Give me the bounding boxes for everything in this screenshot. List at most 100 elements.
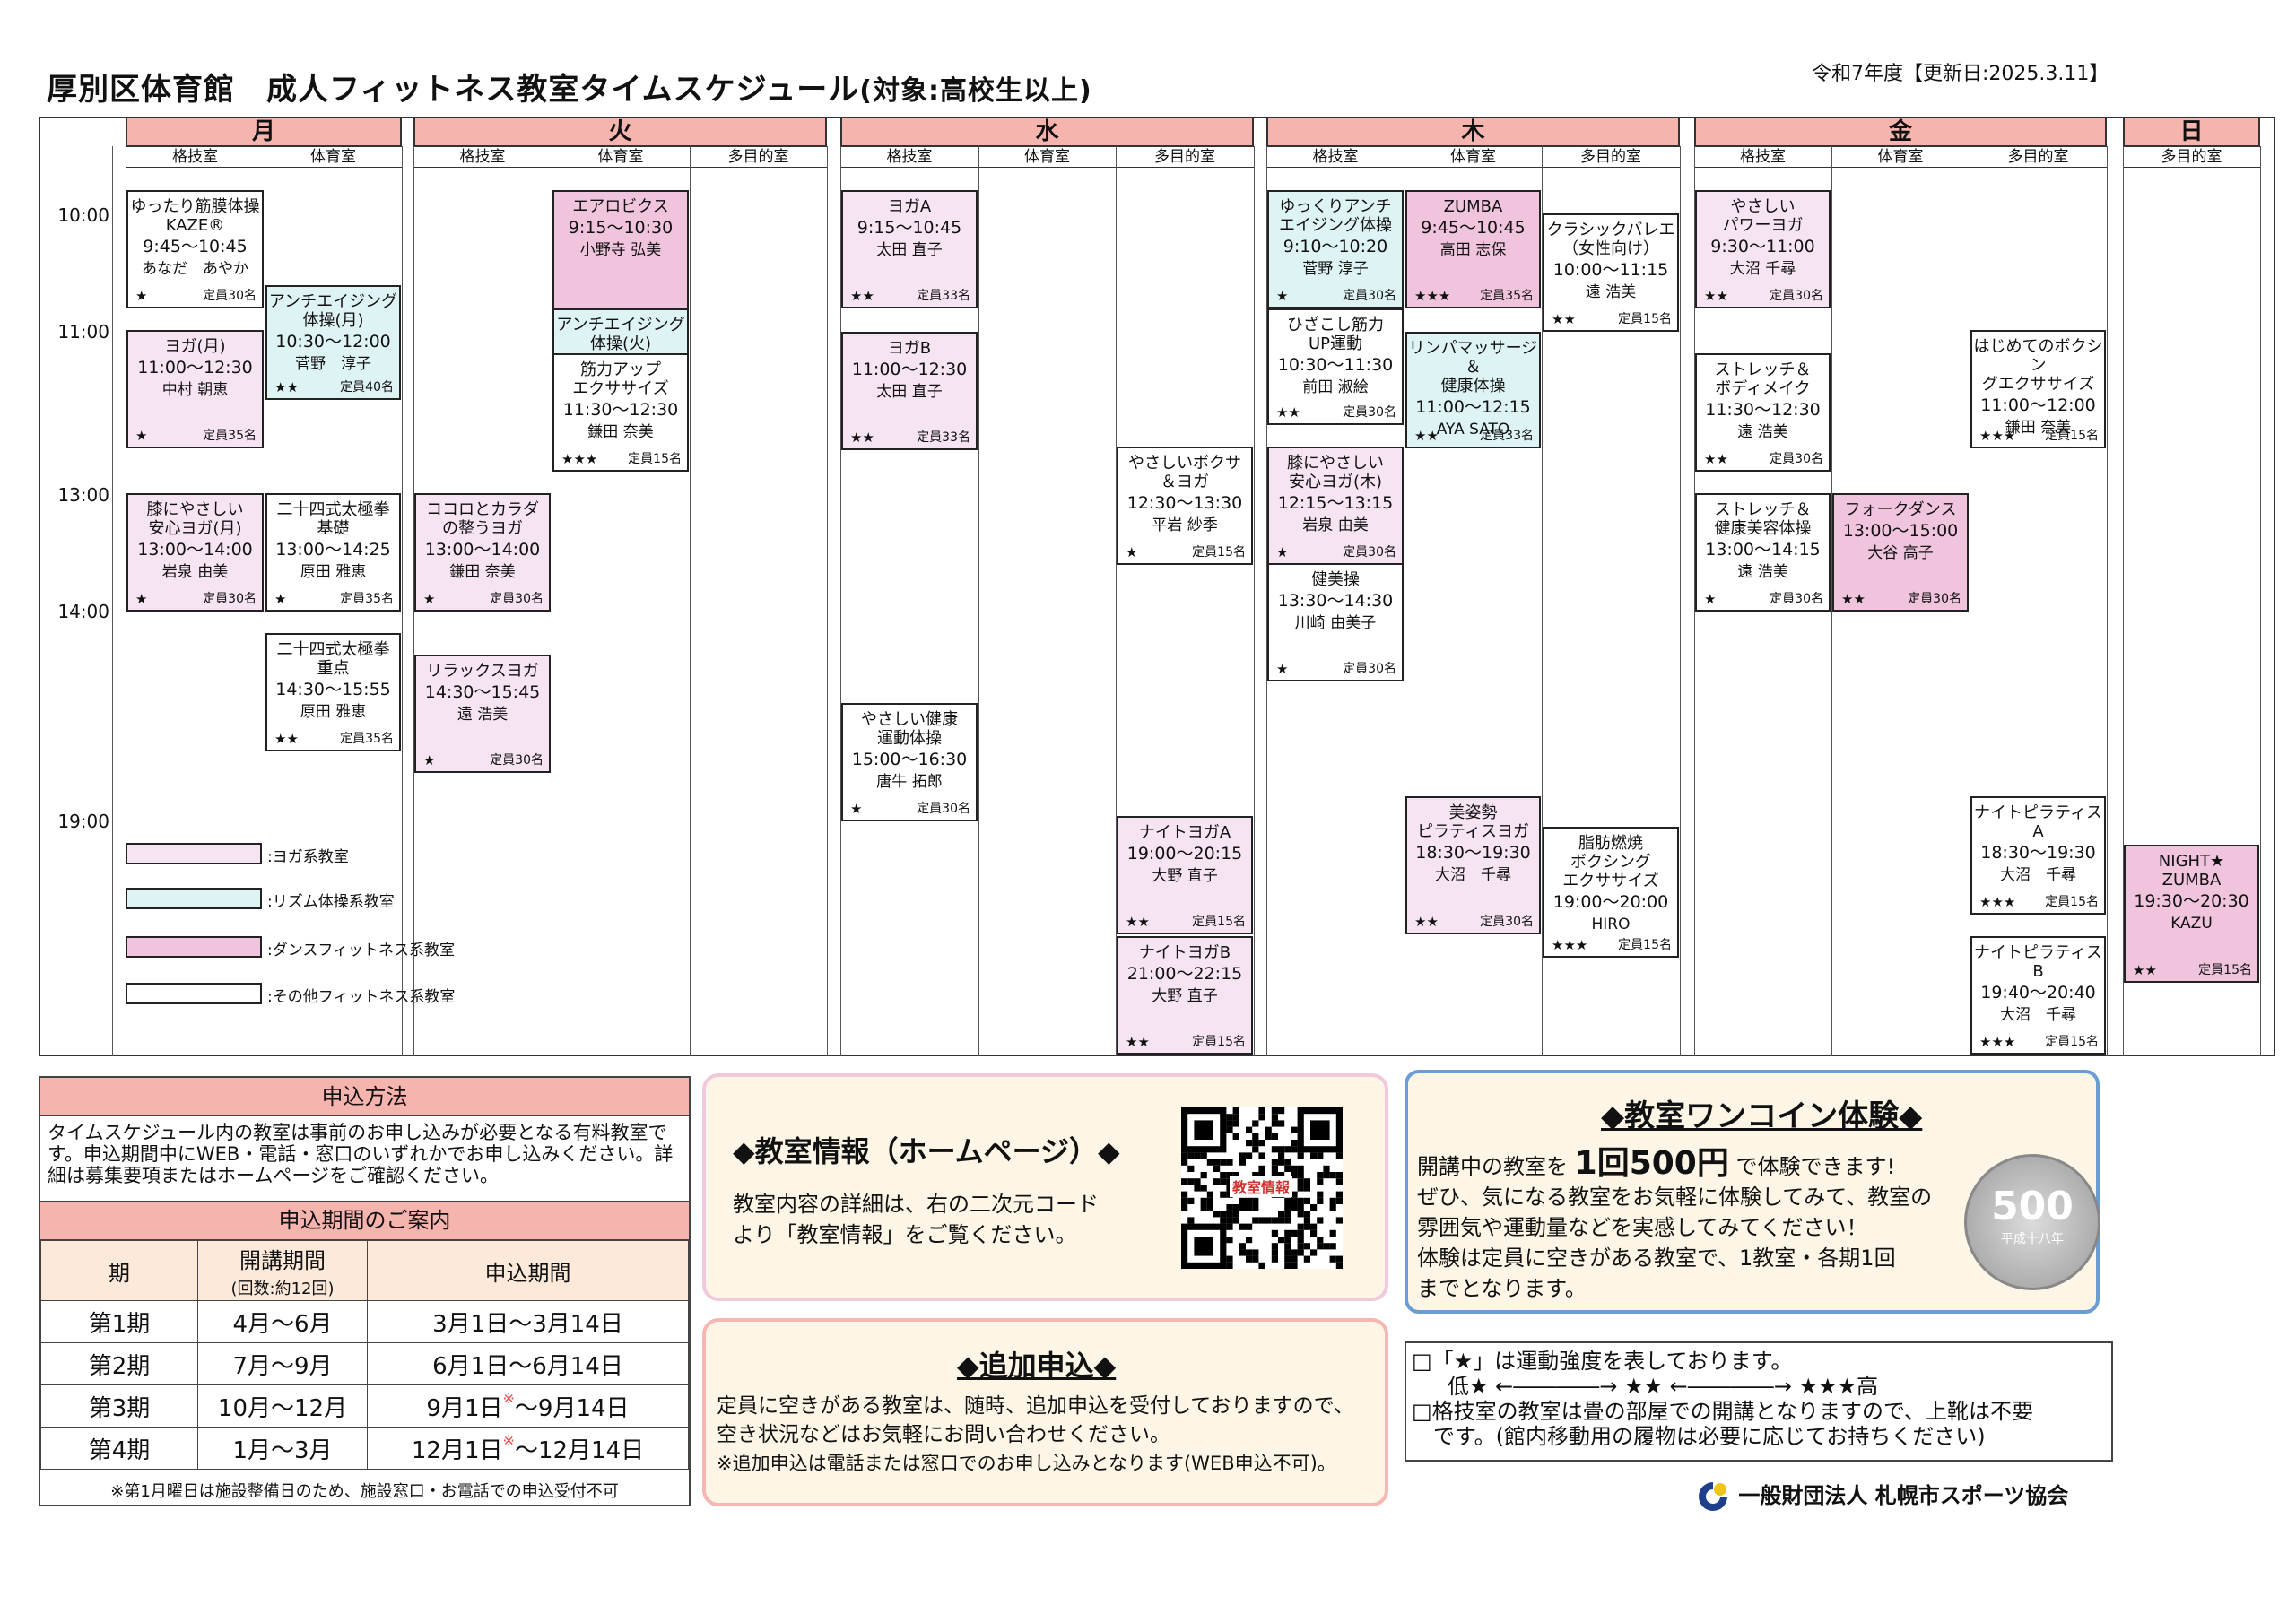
class-footer: ★★定員15名 [1118, 1031, 1251, 1053]
class-capacity: 定員15名 [2045, 895, 2099, 909]
room-header: 体育室 [265, 146, 402, 168]
class-capacity: 定員15名 [1618, 312, 1672, 326]
class-capacity: 定員35名 [203, 429, 257, 443]
class-instructor: KAZU [2170, 915, 2213, 933]
org-logo-icon [1695, 1480, 1731, 1513]
class-name: ストレッチ＆ 健康美容体操 [1714, 500, 1812, 538]
extra-title: ◆追加申込◆ [957, 1349, 1117, 1383]
class-footer: ★定員30名 [1269, 285, 1402, 307]
intensity-stars: ★★ [1414, 428, 1439, 444]
grid-line [2107, 146, 2108, 1056]
class-capacity: 定員30名 [917, 802, 970, 816]
extra-text: 定員に空きがある教室は、随時、追加申込を受付しておりますので、空き状況などはお気… [717, 1394, 1354, 1474]
intensity-stars: ★★ [1841, 591, 1866, 607]
grid-line [690, 146, 691, 1056]
day-header-0: 月 [126, 117, 402, 147]
class-time: 13:00～14:00 [137, 540, 253, 560]
class-time: 13:00～15:00 [1842, 521, 1959, 541]
class-capacity: 定員40名 [340, 380, 394, 395]
intensity-stars: ★★★ [1979, 428, 2016, 444]
intensity-stars: ★ [1126, 544, 1138, 560]
note-stars: □「★」は運動強度を表しております。 [1412, 1349, 1793, 1374]
legend-label: :ダンスフィットネス系教室 [267, 942, 456, 959]
class-name: はじめてのボクシン グエクササイズ [1973, 337, 2103, 394]
class-capacity: 定員15名 [1192, 915, 1246, 929]
class-name: ナイトピラティス B [1974, 943, 2102, 981]
room-header: 多目的室 [2123, 146, 2260, 168]
class-time: 19:40～20:40 [1980, 983, 2096, 1002]
class-time: 21:00～22:15 [1126, 964, 1243, 984]
header-period: 期 [40, 1240, 198, 1301]
grid-line [402, 146, 403, 1056]
class-time: 11:30～12:30 [1705, 400, 1821, 420]
room-header: 格技室 [1266, 146, 1405, 168]
class-time: 13:00～14:00 [424, 540, 541, 560]
intensity-stars: ★ [850, 801, 863, 817]
intensity-stars: ★★ [1126, 1034, 1150, 1050]
class-instructor: 大沼 千尋 [1435, 866, 1511, 884]
class-footer: ★定員35名 [128, 425, 262, 447]
class-instructor: 大沼 千尋 [2000, 866, 2076, 884]
class-name: クラシックバレエ （女性向け） [1546, 221, 1675, 258]
class-time: 9:45～10:45 [1421, 218, 1526, 238]
table-cell: 1月～3月 [197, 1427, 368, 1470]
notes-panel: □「★」は運動強度を表しております。 低★ ←――――→ ★★ ←――――→ ★… [1405, 1341, 2113, 1462]
class-time: 14:30～15:45 [424, 682, 541, 702]
class-instructor: 岩泉 由美 [1302, 516, 1369, 534]
day-header-5: 日 [2123, 117, 2260, 147]
class-instructor: 遠 浩美 [457, 706, 509, 724]
table-cell: 9月1日※～9月14日 [367, 1384, 689, 1428]
class-time: 9:15～10:30 [568, 218, 674, 238]
class-time: 9:45～10:45 [143, 237, 248, 256]
class-name: ココロとカラダ の整うヨガ [426, 500, 539, 538]
class-name: 膝にやさしい 安心ヨガ(木) [1287, 454, 1384, 491]
intensity-stars: ★★★ [1979, 894, 2016, 910]
apply-text: タイムスケジュール内の教室は事前のお申し込みが必要となる有料教室です。申込期間中… [48, 1122, 674, 1186]
coin-panel: ◆教室ワンコイン体験◆ 開講中の教室を 1回500円 で体験できます! ぜひ、気… [1405, 1070, 2100, 1314]
class-capacity: 定員15名 [1618, 938, 1672, 952]
class-capacity: 定員30名 [203, 592, 257, 606]
class-footer: ★★定員30名 [1834, 588, 1967, 610]
qr-code[interactable]: 教室情報 [1181, 1107, 1343, 1269]
room-header: 体育室 [1405, 146, 1542, 168]
grid-line [413, 146, 414, 1056]
class-instructor: あなだ あやか [142, 260, 248, 278]
class-instructor: 菅野 淳子 [1302, 260, 1369, 278]
room-header: 多目的室 [690, 146, 827, 168]
intensity-stars: ★★ [1126, 914, 1150, 930]
class-capacity: 定員30名 [490, 753, 544, 768]
